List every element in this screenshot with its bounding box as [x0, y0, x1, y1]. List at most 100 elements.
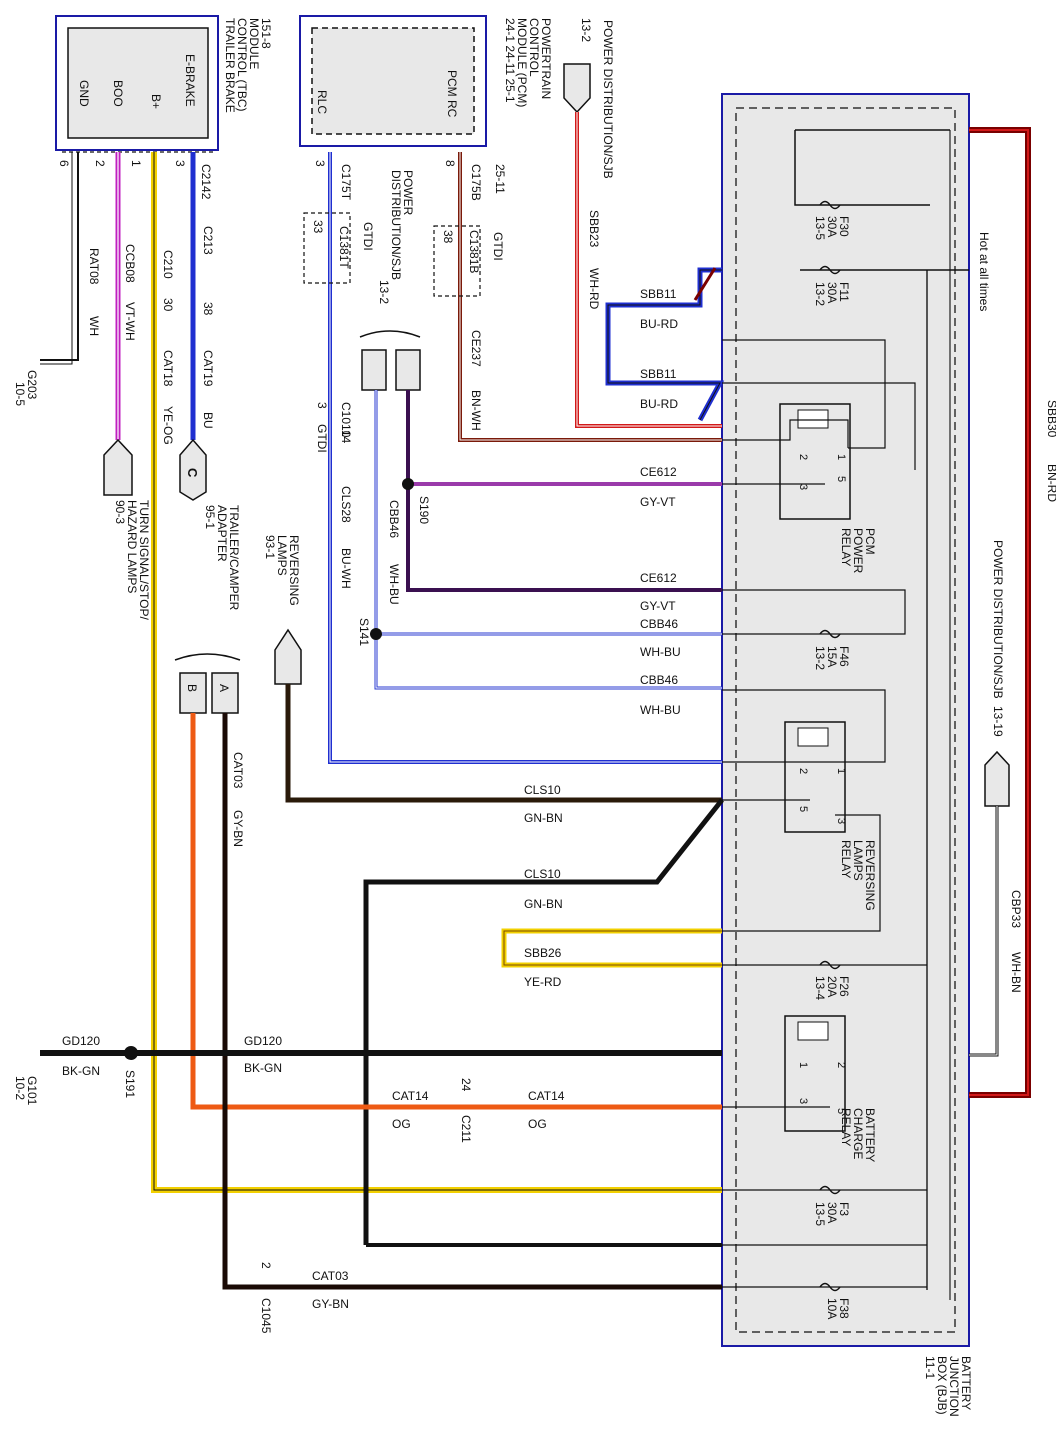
fuse-f30: F30 30A 13-5	[813, 200, 851, 240]
svg-text:2: 2	[797, 768, 809, 774]
c1010-note: GTDI	[315, 424, 329, 453]
gd120-b-color: BK-GN	[244, 1061, 282, 1075]
cat14-b-color: OG	[528, 1117, 547, 1131]
ccb08-color: VT-WH	[123, 302, 137, 341]
cbb46-a-label: CBB46	[640, 617, 678, 631]
bat-relay-name-2: CHARGE	[851, 1108, 865, 1159]
wire-cbp33	[969, 806, 999, 1057]
pdsjb-top-ref: 13-2	[579, 18, 593, 42]
c210-pin: 30	[161, 298, 175, 312]
svg-text:F11: F11	[837, 282, 851, 302]
pcm-pinnum-3: 3	[313, 160, 327, 167]
pdsjb-mid-title-1: POWER	[401, 170, 415, 216]
pcm-title-4: 24-1 24-11 25-1	[503, 18, 517, 103]
fuse-f26: F26 20A 13-4	[813, 960, 851, 1000]
c1010-pin: 3	[315, 402, 329, 409]
pcm-title-3: MODULE (PCM)	[515, 18, 529, 107]
pcm-relay-name-3: RELAY	[839, 528, 853, 566]
cbb46-b-label: CBB46	[640, 673, 678, 687]
svg-text:10A: 10A	[825, 1298, 839, 1319]
tbc-pin-bplus: B+	[149, 94, 163, 109]
cat18-color: YE-OG	[161, 406, 175, 445]
svg-text:13-2: 13-2	[813, 646, 827, 670]
c1010-sub: 14	[339, 430, 353, 444]
g101-ref: 10-2	[13, 1076, 27, 1100]
rev-relay-name-2: LAMPS	[851, 840, 865, 881]
svg-text:13-5: 13-5	[813, 216, 827, 240]
pdsjb-right-title: POWER DISTRIBUTION/SJB	[991, 540, 1005, 699]
pcm-pinnum-8: 8	[443, 160, 457, 167]
svg-text:30A: 30A	[825, 282, 839, 303]
c1381t-label: C1381T	[337, 226, 351, 269]
hot-label: Hot at all times	[977, 232, 991, 311]
sbb11-b-color: BU-RD	[640, 397, 678, 411]
turn-title-2: HAZARD LAMPS	[125, 500, 139, 593]
c1010-label: C1010	[339, 402, 353, 438]
fuse-f3: F3 30A 13-5	[813, 1185, 851, 1226]
cls10-a-label: CLS10	[524, 783, 561, 797]
splice-s141: S141	[357, 618, 371, 646]
ce237-label: CE237	[469, 330, 483, 367]
wire-rat08	[40, 152, 79, 361]
pcm-relay-name-1: PCM	[863, 528, 877, 555]
cls10-a-color: GN-BN	[524, 811, 563, 825]
trailer-title-1: TRAILER/CAMPER	[227, 505, 241, 611]
rev-relay-name-3: RELAY	[839, 840, 853, 878]
cat03-label-v: CAT03	[231, 752, 245, 789]
cat18-label: CAT18	[161, 350, 175, 387]
bjb-title-4: 11-1	[923, 1356, 937, 1379]
turn-title-1: TURN SIGNAL/STOP/	[137, 500, 151, 620]
tbc-pinnum-2: 2	[93, 160, 107, 167]
bjb-inner-dashed	[735, 107, 956, 1333]
reversing-title-2: LAMPS	[275, 535, 289, 576]
cat19-color: BU	[201, 412, 215, 429]
svg-text:F3: F3	[837, 1202, 851, 1216]
tbc-pin-gnd: GND	[77, 80, 91, 107]
c-connector-label: C	[185, 468, 200, 478]
c213-pin: 38	[201, 302, 215, 316]
tbc-pin-boo: BOO	[111, 80, 125, 107]
svg-text:30A: 30A	[825, 216, 839, 237]
svg-text:1: 1	[835, 768, 847, 774]
cat03-color: GY-BN	[312, 1297, 349, 1311]
bjb-title-1: BATTERY	[959, 1356, 973, 1410]
pcm-title-2: CONTROL	[527, 18, 541, 77]
fuse-f38: F38 10A	[819, 1282, 851, 1319]
tbc-pin-ebrake: E-BRAKE	[183, 54, 197, 107]
svg-text:2: 2	[835, 1062, 847, 1068]
sbb26-label: SBB26	[524, 946, 562, 960]
ce612-a-label: CE612	[640, 465, 677, 479]
sbb30-label: SBB30	[1045, 400, 1056, 438]
cat14-a-label: CAT14	[392, 1089, 429, 1103]
svg-text:15A: 15A	[825, 646, 839, 667]
pdsjb-mid-title-2: DISTRIBUTION/SJB	[389, 170, 403, 280]
gd120-a-label: GD120	[62, 1034, 100, 1048]
svg-text:13-2: 13-2	[813, 282, 827, 306]
tbc-pinnum-1: 1	[129, 160, 143, 167]
pdsjb-top-connector	[563, 63, 591, 114]
bjb-title-3: BOX (BJB)	[935, 1356, 949, 1415]
svg-text:5: 5	[797, 806, 809, 812]
cls10-b-label: CLS10	[524, 867, 561, 881]
rat08-color: WH	[87, 316, 101, 336]
cbb46-a-color: WH-BU	[640, 645, 681, 659]
svg-text:F46: F46	[837, 646, 851, 667]
reversing-title-1: REVERSING	[287, 535, 301, 606]
fuse-f11: F11 30A 13-2	[813, 265, 851, 306]
tbc-pinnum-3: 3	[173, 160, 187, 167]
c211-label: C211	[459, 1115, 473, 1143]
splice-s190: S190	[417, 496, 431, 524]
turn-title-3: 90-3	[113, 500, 127, 524]
sbb11-a-color: BU-RD	[640, 317, 678, 331]
pcm-relay-name-2: POWER	[851, 528, 865, 574]
c175t-label: C175T	[339, 164, 353, 201]
svg-text:F26: F26	[837, 976, 851, 997]
tbc-module-body	[67, 27, 209, 139]
bjb-title-2: JUNCTION	[947, 1356, 961, 1417]
svg-text:2: 2	[797, 454, 809, 460]
cls10-b-color: GN-BN	[524, 897, 563, 911]
cls28-label: CLS28	[339, 486, 353, 523]
tbc-pinnum-6: 6	[57, 160, 71, 167]
cls28-color: BU-WH	[339, 548, 353, 589]
